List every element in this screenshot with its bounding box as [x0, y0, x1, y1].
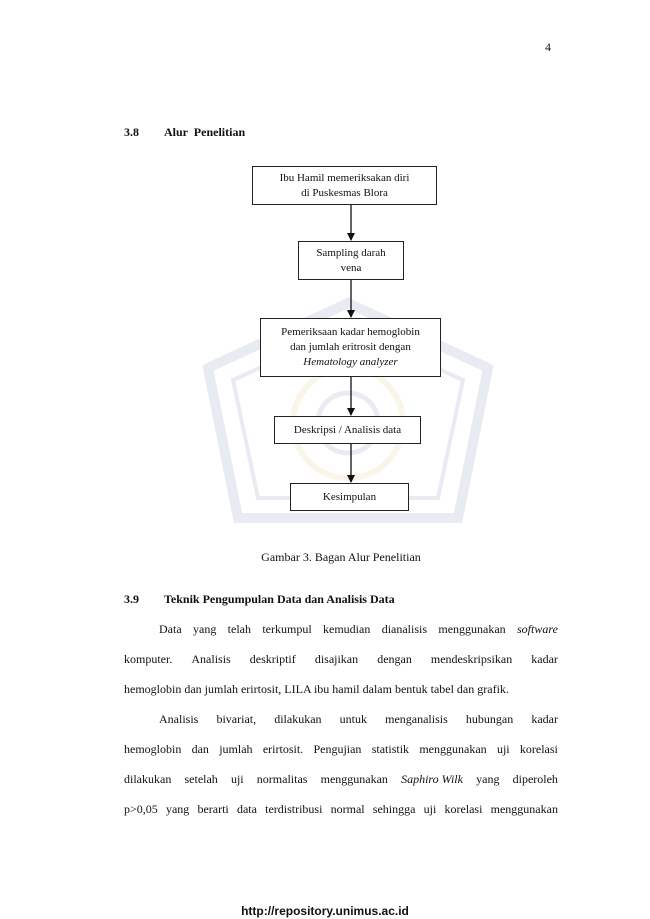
flow-box-text: di Puskesmas Blora: [301, 186, 388, 199]
flow-box-kesimpulan: Kesimpulan: [290, 483, 409, 511]
word: korelasi: [444, 802, 483, 816]
word: kemudian: [323, 622, 371, 636]
flow-box-text: dan jumlah eritrosit dengan: [290, 341, 411, 353]
flow-box-text: vena: [340, 261, 362, 274]
word: sehingga: [372, 802, 416, 816]
word: dilakukan: [124, 772, 172, 786]
word: p>0,05: [124, 802, 158, 816]
figure-caption: Gambar 3. Bagan Alur Penelitian: [261, 550, 421, 564]
word: menggunakan: [490, 802, 558, 816]
word: kadar: [531, 712, 558, 726]
word: jumlah: [219, 742, 253, 756]
word: menganalisis: [385, 712, 448, 726]
paragraph-1-line-1: Data yang telah terkumpul kemudian diana…: [159, 622, 558, 637]
word: hubungan: [465, 712, 514, 726]
word-italic: software: [517, 622, 558, 636]
word: menggunakan: [438, 622, 506, 636]
word: setelah: [184, 772, 218, 786]
flow-box-pemeriksaan: Pemeriksaan kadar hemoglobin dan jumlah …: [260, 318, 441, 377]
word: bivariat,: [216, 712, 257, 726]
paragraph-2-line-3: dilakukan setelah uji normalitas menggun…: [124, 772, 558, 787]
word: Data: [159, 622, 182, 636]
flow-box-text: Hematology analyzer: [303, 356, 398, 368]
word: kadar: [531, 652, 558, 666]
paragraph-2-line-1: Analisis bivariat, dilakukan untuk menga…: [159, 712, 558, 727]
word: disajikan: [314, 652, 359, 666]
flow-box-sampling: Sampling darah vena: [298, 241, 404, 280]
word: dan: [191, 742, 209, 756]
word: uji: [230, 772, 244, 786]
section-number: 3.9: [124, 592, 139, 606]
word: telah: [227, 622, 251, 636]
flow-box-text: Kesimpulan: [322, 490, 377, 503]
word: uji: [423, 802, 437, 816]
word-italic: Saphiro Wilk: [401, 772, 463, 786]
word: untuk: [339, 712, 367, 726]
word: Analisis: [191, 652, 231, 666]
section-heading-3-8: 3.8 Alur Penelitian: [124, 125, 245, 140]
word: uji: [496, 742, 510, 756]
flow-box-text: Deskripsi / Analisis data: [293, 423, 402, 436]
word: yang: [476, 772, 500, 786]
flow-box-deskripsi: Deskripsi / Analisis data: [274, 416, 421, 444]
word: Pengujian: [313, 742, 362, 756]
word: normal: [330, 802, 365, 816]
section-heading-3-9: 3.9 Teknik Pengumpulan Data dan Analisis …: [124, 592, 395, 607]
word: terdistribusi: [265, 802, 323, 816]
flow-box-text: Ibu Hamil memeriksakan diri: [279, 171, 410, 184]
flow-box-text: Pemeriksaan kadar hemoglobin: [281, 326, 420, 338]
paragraph-1-line-3: hemoglobin dan jumlah erirtosit, LILA ib…: [124, 682, 509, 696]
word: data: [236, 802, 257, 816]
word: Analisis: [159, 712, 199, 726]
word: statistik: [371, 742, 410, 756]
word: normalitas: [256, 772, 308, 786]
section-title: Teknik Pengumpulan Data dan Analisis Dat…: [164, 592, 395, 606]
word: dengan: [377, 652, 412, 666]
word: erirtosit.: [262, 742, 304, 756]
word: hemoglobin: [124, 742, 182, 756]
word: mendeskripsikan: [430, 652, 513, 666]
word: korelasi: [519, 742, 558, 756]
word: yang: [193, 622, 217, 636]
word: dilakukan: [274, 712, 322, 726]
word: menggunakan: [320, 772, 388, 786]
word: dianalisis: [381, 622, 428, 636]
word: berarti: [197, 802, 229, 816]
word: yang: [165, 802, 190, 816]
paragraph-2-line-2: hemoglobin dan jumlah erirtosit. Penguji…: [124, 742, 558, 757]
section-title: Alur Penelitian: [164, 125, 246, 139]
section-number: 3.8: [124, 125, 139, 139]
word: diperoleh: [512, 772, 558, 786]
paragraph-2-line-4: p>0,05 yang berarti data terdistribusi n…: [124, 802, 558, 817]
word: terkumpul: [262, 622, 312, 636]
word: deskriptif: [249, 652, 296, 666]
repository-url-link[interactable]: http://repository.unimus.ac.id: [241, 904, 409, 918]
flow-box-ibu-hamil: Ibu Hamil memeriksakan diri di Puskesmas…: [252, 166, 437, 205]
word: menggunakan: [419, 742, 487, 756]
paragraph-1-line-2: komputer. Analisis deskriptif disajikan …: [124, 652, 558, 667]
word: komputer.: [124, 652, 173, 666]
page-number: 4: [545, 40, 551, 54]
flow-box-text: Sampling darah: [316, 246, 386, 259]
